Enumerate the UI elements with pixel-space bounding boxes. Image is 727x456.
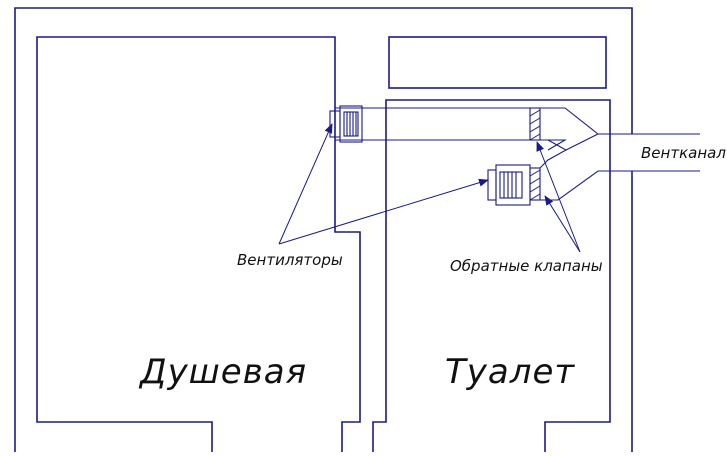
toilet-shelf bbox=[388, 36, 607, 89]
fan-1 bbox=[329, 105, 363, 143]
check-valves-label: Обратные клапаны bbox=[450, 257, 603, 275]
upper-duct bbox=[335, 107, 530, 141]
toilet-room-label: Туалет bbox=[445, 352, 575, 392]
shower-room-outline bbox=[36, 36, 361, 452]
fans-label: Вентиляторы bbox=[237, 251, 343, 269]
fans-leaders bbox=[278, 123, 489, 245]
vent-channel-label: Вентканал bbox=[641, 144, 726, 162]
check-valve-1 bbox=[529, 107, 541, 141]
vent-channel-duct bbox=[632, 133, 700, 172]
check-valve-2 bbox=[529, 167, 541, 201]
shower-room-label: Душевая bbox=[138, 352, 307, 392]
fan-2 bbox=[487, 164, 531, 206]
toilet-room-outline bbox=[372, 99, 611, 452]
check-valves-leaders bbox=[536, 141, 581, 253]
outer-walls bbox=[14, 7, 633, 452]
